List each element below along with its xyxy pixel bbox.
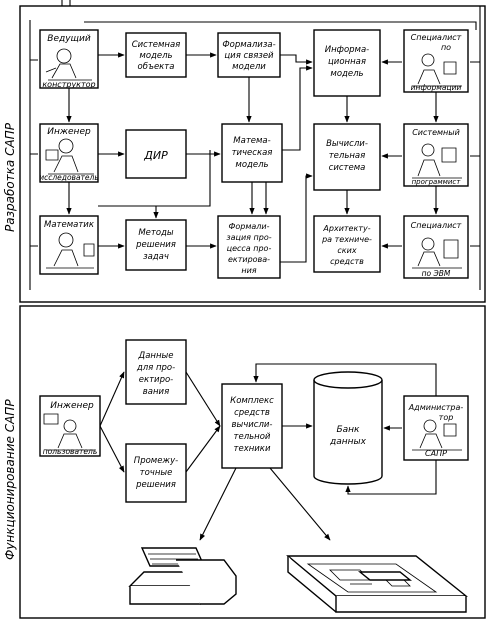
formal-model-box: Формализа- ция связей модели bbox=[217, 32, 281, 78]
math-model-box: Матема- тическая модель bbox=[221, 123, 283, 183]
intermediate-label-2: точные bbox=[140, 468, 173, 478]
complex-label-1: Комплекс bbox=[230, 396, 274, 406]
operation-section-frame bbox=[19, 305, 486, 619]
info-model-label-1: Информа- bbox=[325, 45, 369, 55]
research-engineer-label-1: Инженер bbox=[47, 127, 91, 137]
engineer-user-label-1: Инженер bbox=[50, 401, 94, 411]
info-model-label-3: модель bbox=[330, 69, 363, 79]
complex-label-5: техники bbox=[234, 444, 271, 454]
mathematician-box: Математик bbox=[39, 215, 99, 275]
architecture-box: Архитекту- ра техниче- ских средств bbox=[313, 215, 381, 273]
administrator-label-1: Администра- bbox=[408, 403, 464, 412]
lead-designer-label-1: Ведущий bbox=[47, 34, 91, 44]
lead-designer-box: Ведущий конструктор bbox=[39, 29, 99, 89]
design-data-label-3: ектиро- bbox=[139, 375, 174, 385]
formal-model-label-3: модели bbox=[232, 62, 266, 72]
system-model-label-2: модель bbox=[139, 51, 172, 61]
methods-label-3: задач bbox=[143, 252, 169, 262]
research-engineer-box: Инженер исследователь bbox=[39, 123, 99, 183]
math-model-label-3: модель bbox=[235, 160, 268, 170]
formalization-label-5: ния bbox=[241, 266, 256, 275]
system-programmer-label-1: Системный bbox=[412, 128, 460, 137]
mathematician-label: Математик bbox=[44, 220, 95, 230]
lead-designer-label-2: конструктор bbox=[42, 80, 95, 89]
complex-label-3: вычисли- bbox=[232, 420, 273, 430]
info-specialist-box: Специалист по информации bbox=[403, 29, 469, 93]
formal-model-label-2: ция связей bbox=[224, 51, 274, 61]
info-specialist-label-2: по bbox=[441, 43, 451, 52]
system-model-label-1: Системная bbox=[132, 40, 181, 50]
info-specialist-label-1: Специалист bbox=[411, 33, 462, 42]
dir-box: ДИР bbox=[125, 129, 187, 179]
intermediate-box: Промежу- точные решения bbox=[125, 443, 187, 503]
math-model-label-2: тическая bbox=[232, 148, 273, 158]
edp-specialist-box: Специалист по ЭВМ bbox=[403, 215, 469, 279]
edp-specialist-label-2: по ЭВМ bbox=[422, 269, 451, 278]
formalization-box: Формали- зация про- цесса про- ектирова-… bbox=[217, 215, 281, 279]
design-data-label-1: Данные bbox=[138, 351, 174, 361]
section-label-development: Разработка САПР bbox=[3, 122, 17, 232]
computing-system-box: Вычисли- тельная система bbox=[313, 123, 381, 191]
administrator-label-2: тор bbox=[439, 413, 454, 422]
complex-box: Комплекс средств вычисли- тельной техник… bbox=[221, 383, 283, 469]
methods-label-1: Методы bbox=[138, 228, 174, 238]
intermediate-label-3: решения bbox=[135, 480, 176, 490]
development-section-frame bbox=[19, 5, 486, 303]
computing-system-label-2: тельная bbox=[329, 151, 366, 161]
operation-connectors bbox=[99, 363, 437, 541]
administrator-box: Администра- тор САПР bbox=[403, 395, 469, 461]
development-connectors bbox=[29, 6, 481, 290]
computing-system-label-3: система bbox=[329, 163, 366, 173]
architecture-label-1: Архитекту- bbox=[322, 224, 370, 233]
data-bank-cylinder: Банк данных bbox=[313, 371, 383, 485]
intermediate-label-1: Промежу- bbox=[134, 456, 178, 466]
design-data-label-4: вания bbox=[143, 387, 169, 397]
formalization-label-4: ектирова- bbox=[228, 255, 270, 264]
system-model-label-3: объекта bbox=[138, 62, 175, 72]
info-specialist-label-3: информации bbox=[411, 83, 462, 92]
administrator-label-3: САПР bbox=[425, 449, 447, 458]
research-engineer-label-2: исследователь bbox=[39, 173, 99, 182]
plotter-illustration bbox=[286, 555, 468, 613]
formalization-label-2: зация про- bbox=[226, 233, 271, 242]
engineer-user-box: Инженер пользователь bbox=[39, 395, 101, 457]
info-model-box: Информа- ционная модель bbox=[313, 29, 381, 97]
system-model-box: Системная модель объекта bbox=[125, 32, 187, 78]
section-label-operation: Функционирование САПР bbox=[3, 399, 17, 560]
engineer-user-label-2: пользователь bbox=[43, 447, 98, 456]
architecture-label-3: ских bbox=[337, 246, 356, 255]
system-programmer-box: Системный программист bbox=[403, 123, 469, 187]
computing-system-label-1: Вычисли- bbox=[326, 139, 368, 149]
architecture-label-2: ра техниче- bbox=[321, 235, 372, 244]
math-model-label-1: Матема- bbox=[233, 136, 270, 146]
dir-label: ДИР bbox=[143, 149, 168, 162]
methods-label-2: решения bbox=[135, 240, 176, 250]
design-data-label-2: для про- bbox=[136, 363, 175, 373]
data-bank-label-1: Банк bbox=[336, 425, 360, 435]
printer-illustration bbox=[128, 547, 237, 605]
architecture-label-4: средств bbox=[330, 257, 364, 266]
methods-box: Методы решения задач bbox=[125, 219, 187, 271]
formalization-label-3: цесса про- bbox=[227, 244, 272, 253]
formal-model-label-1: Формализа- bbox=[222, 40, 275, 50]
complex-label-4: тельной bbox=[234, 432, 271, 442]
system-programmer-label-2: программист bbox=[412, 178, 462, 186]
data-bank-label-2: данных bbox=[329, 437, 367, 447]
formalization-label-1: Формали- bbox=[229, 222, 270, 231]
info-model-label-2: ционная bbox=[328, 57, 366, 67]
design-data-box: Данные для про- ектиро- вания bbox=[125, 339, 187, 405]
complex-label-2: средств bbox=[234, 408, 270, 418]
edp-specialist-label-1: Специалист bbox=[411, 221, 462, 230]
